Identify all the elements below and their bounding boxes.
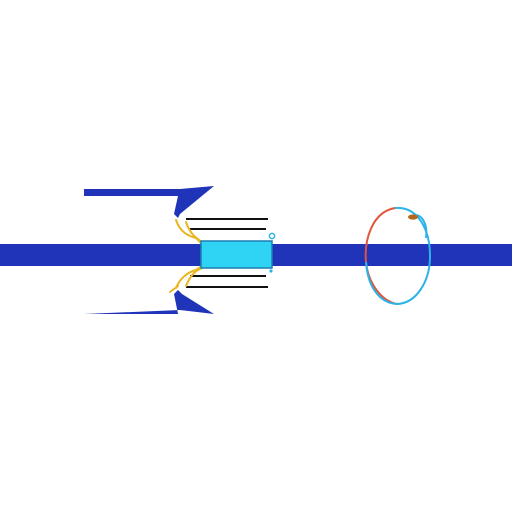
connector-wires: [169, 219, 203, 293]
lower-rail: [186, 275, 268, 288]
lower-arm: [84, 290, 214, 314]
upper-rail: [186, 218, 268, 230]
upper-arm: [84, 186, 214, 218]
loop-connector: [408, 214, 418, 220]
terminal-dot: [269, 269, 273, 273]
center-component: [200, 240, 273, 269]
terminal-dot: [268, 232, 276, 240]
